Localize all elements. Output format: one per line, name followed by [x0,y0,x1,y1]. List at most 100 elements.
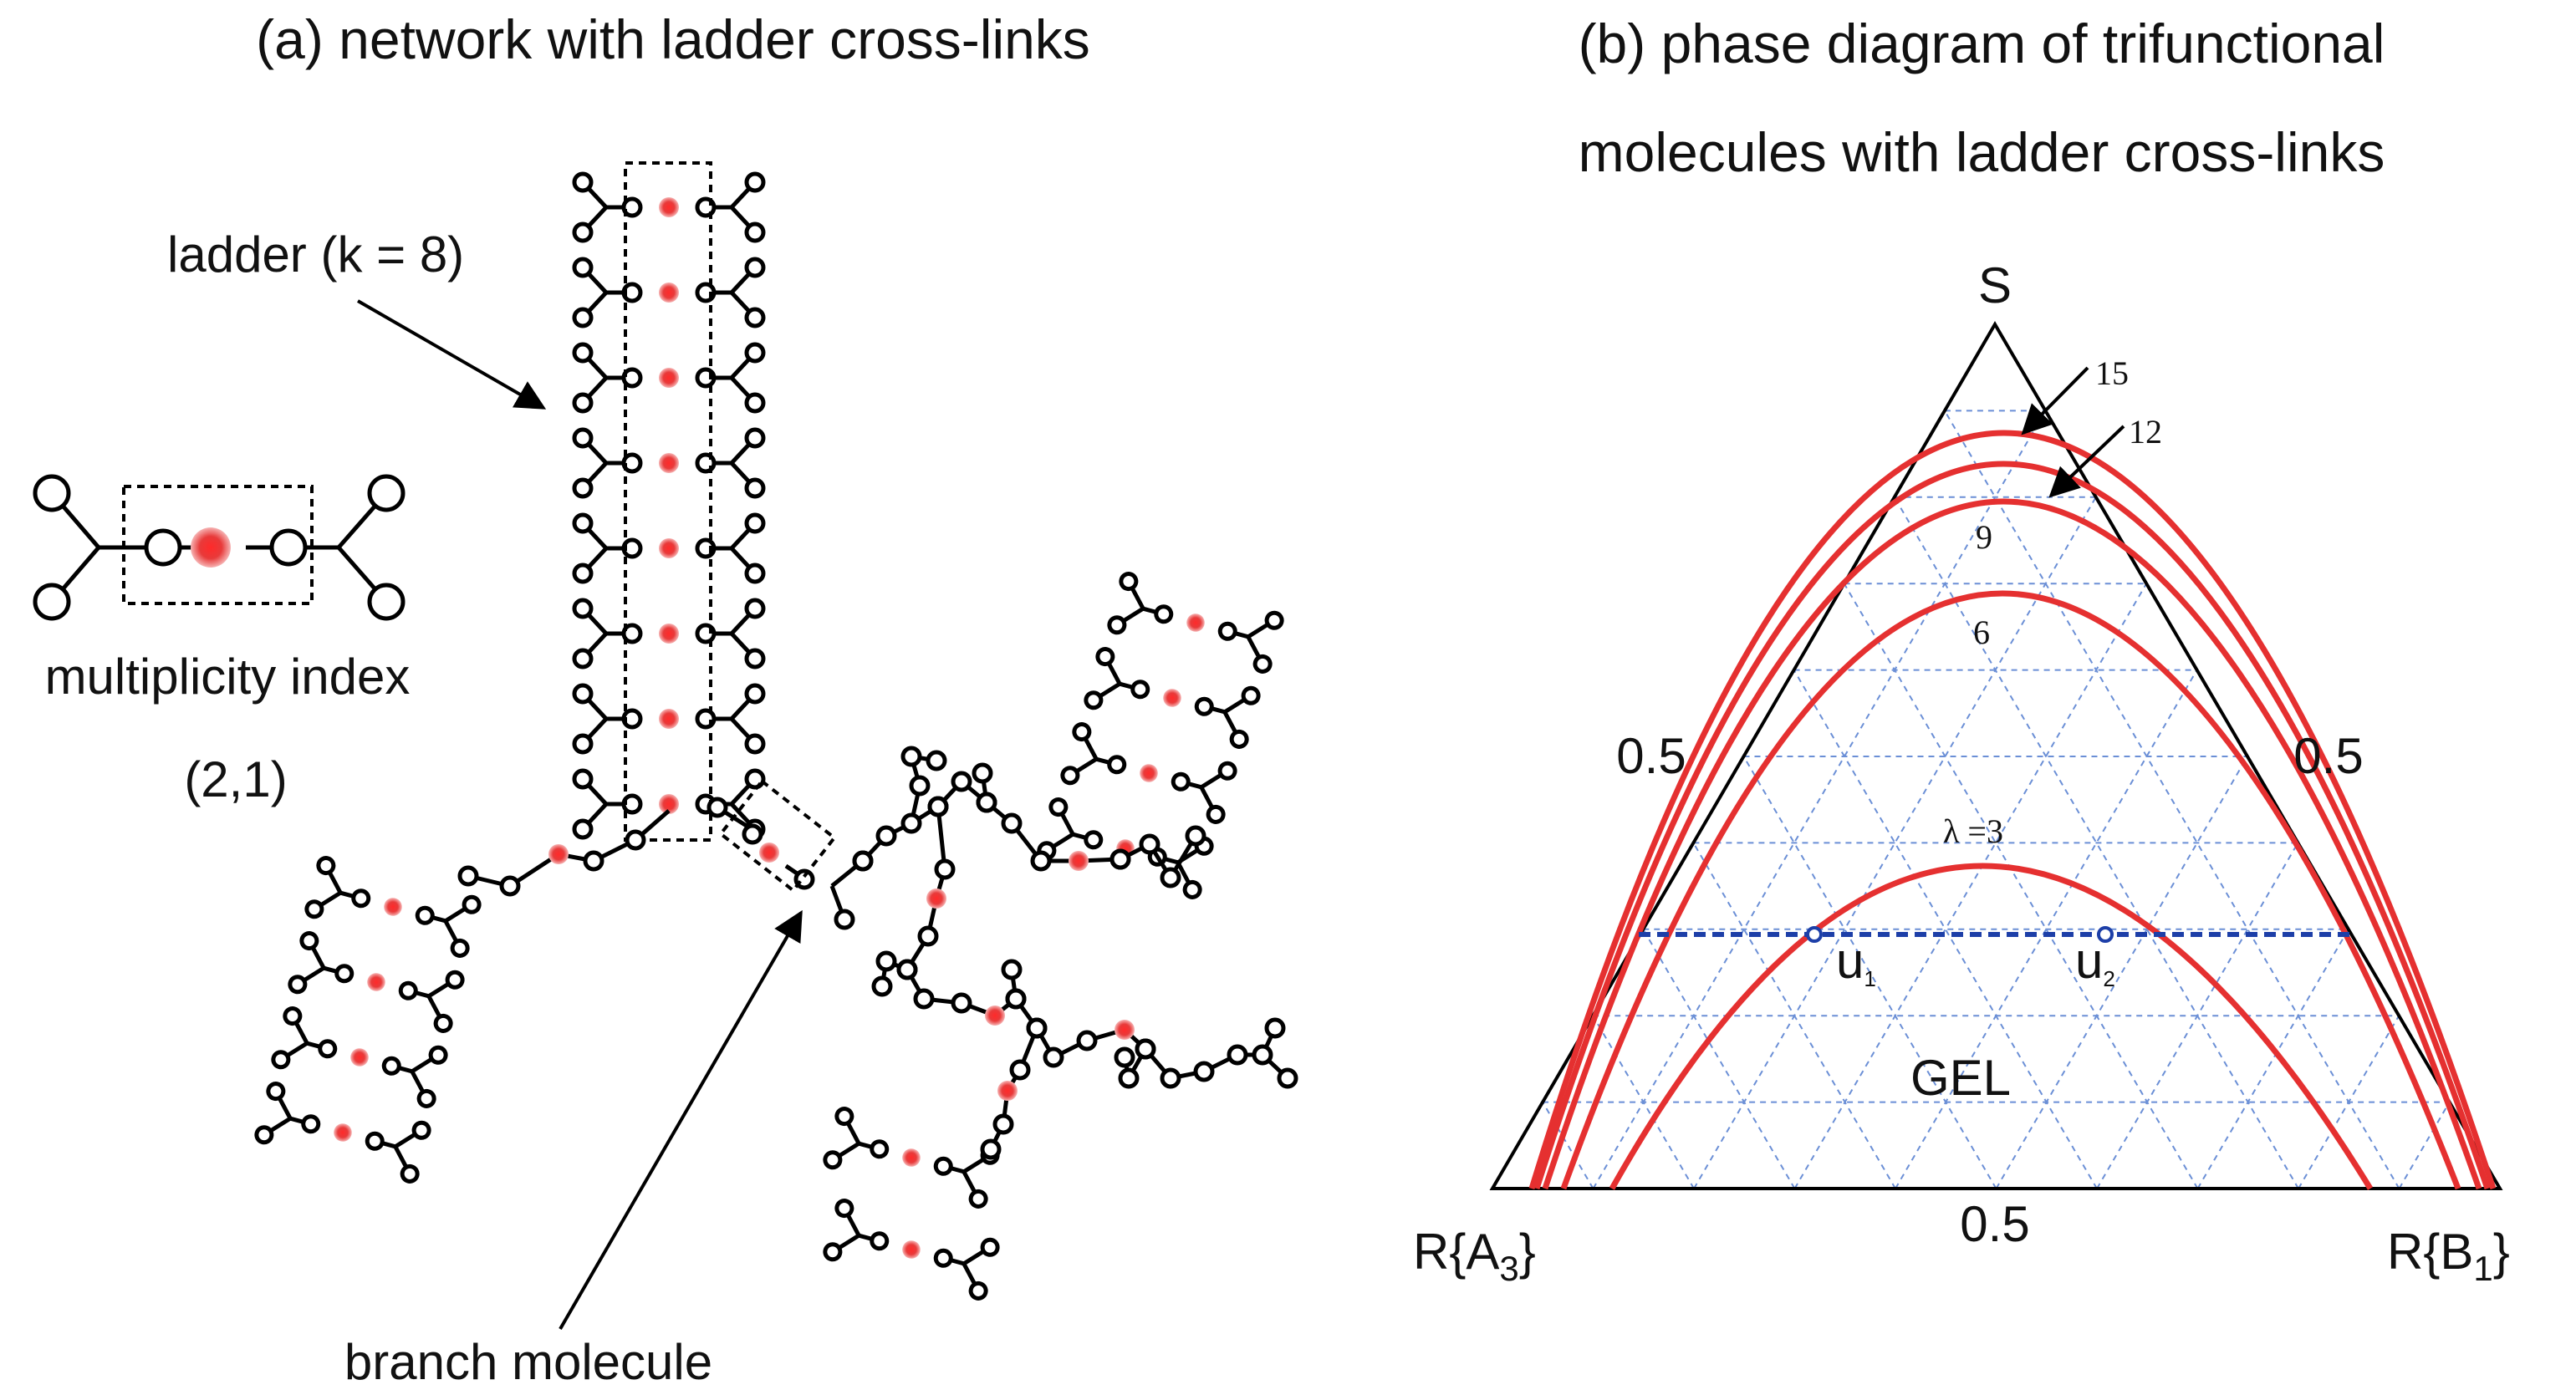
ladder-rung [304,856,482,958]
grid-line [1592,410,2047,1189]
chain-node [1160,867,1181,888]
gel-boundary-curves [1528,430,2497,1190]
branch-arrow [559,909,803,1331]
gel-curve-15 [1528,430,2497,1190]
tick-right: 0.5 [2293,728,2363,784]
grid-line [1642,929,1796,1189]
chain-node [1160,1067,1181,1089]
multiplicity-value: (2,1) [184,751,287,807]
ladder-rung [1107,572,1284,674]
chain-node [913,988,935,1010]
gel-label: GEL [1910,1050,2011,1106]
grid-line [2096,842,2299,1189]
chain-core [1069,851,1089,871]
ternary-grid [1542,410,2451,1189]
chain-node [1076,1030,1098,1051]
panel-a: (a) network with ladder cross-links mult… [33,8,1298,1390]
grid-line [1793,583,2148,1189]
ladder-rung [572,171,766,243]
chain-core [997,1081,1018,1101]
chain-node [1001,959,1023,980]
chain-node [499,875,521,897]
curve-label-9: 9 [1976,518,1992,556]
grid-line [1742,756,1997,1189]
ladder-rung [572,512,766,584]
chain-node [1139,833,1160,855]
ladder-rung [1060,722,1237,824]
ladder-rung-group [304,856,482,958]
gel-curve-3 [1609,863,2373,1190]
ladder-rung-group [823,1199,1000,1301]
ternary-triangle [1489,321,2503,1190]
panel-b-title-line2: molecules with ladder cross-links [1579,121,2385,183]
grid-line [2196,929,2349,1189]
chain-core [1115,1020,1135,1040]
chain-node [583,850,604,872]
arrow-12 [2048,425,2125,498]
multiplicity-label: multiplicity index [45,649,411,705]
grid-line [1995,756,2248,1189]
chain-node [1193,1061,1215,1082]
chain-node [852,850,874,872]
vertex-s: S [1978,257,2012,313]
ladder-rung [572,257,766,328]
ladder-rung [572,598,766,669]
ladder-rung [823,1199,1000,1301]
gel-curve-9 [1542,498,2482,1190]
tick-left: 0.5 [1616,728,1686,784]
curve-label-15: 15 [2095,354,2129,392]
panel-b-title-line1: (b) phase diagram of trifunctional [1579,13,2385,74]
panel-b: (b) phase diagram of trifunctional molec… [1413,13,2510,1288]
chain-node [625,829,646,851]
chain-node [972,762,993,784]
chain-core [548,844,569,864]
ladder-rung-group [823,1107,1000,1209]
chain-node [1264,1017,1286,1039]
grid-line [1843,583,2199,1189]
grid-line [1693,496,2097,1189]
ladder-rung [271,1006,448,1108]
ladder-label: ladder (k = 8) [167,227,464,283]
ladder-upper-right [1037,572,1284,899]
chain-node [1114,1046,1135,1068]
ladder-rung-group [254,1082,431,1184]
u2-point [2097,926,2114,943]
chain-node [1185,825,1206,847]
grid-line [1692,842,1896,1189]
chain-path [861,778,1121,863]
chain-node [1005,988,1027,1010]
connecting-chains [457,746,1298,1160]
ladder-rung-group [271,1006,448,1108]
ladder-rung-group [1107,572,1284,674]
grid-line [2398,1102,2451,1189]
curve-label-6: 6 [1973,613,1990,651]
chain-node [934,858,956,880]
grid-line [1893,496,2299,1189]
ladder-rung [572,342,766,414]
ladder-structure [572,171,766,842]
grid-line [2298,1015,2400,1189]
arrow-15 [2021,366,2089,435]
chain-node [1026,1017,1048,1039]
curve-label-3: λ =3 [1943,812,2003,850]
chain-core [985,1006,1005,1026]
chain-core [926,888,946,909]
ladder-rung-group [1060,722,1237,824]
chain-node [1118,1067,1140,1089]
branch-box [718,778,837,894]
grid-line [1592,1015,1695,1189]
chain-node [926,750,947,771]
chain-node [917,925,939,947]
chain-node [1030,850,1052,872]
ladder-rung [572,427,766,499]
curve-label-12: 12 [2129,413,2162,451]
chain-node [992,1113,1014,1135]
u1-point [1806,926,1823,943]
chain-node [875,950,897,972]
branch-label: branch molecule [344,1334,712,1390]
tick-bottom: 0.5 [1960,1196,2029,1252]
gel-curve-6 [1560,590,2461,1190]
ladder-rung-group [288,931,465,1033]
u1-label: u1 [1836,933,1876,991]
